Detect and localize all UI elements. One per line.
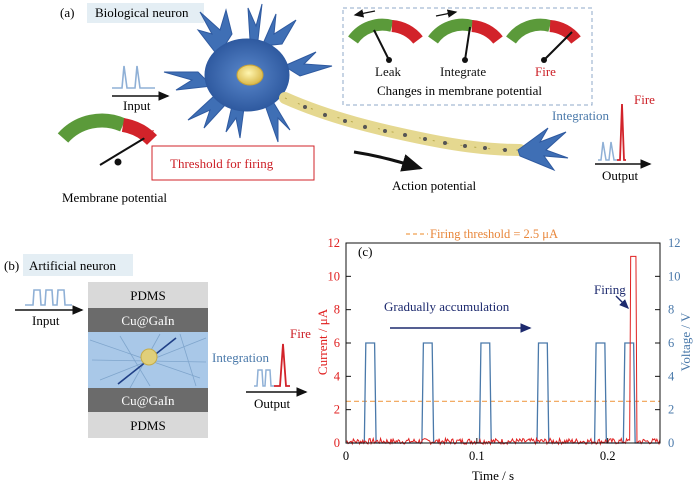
panel-a: (a) Biological neuron Input (57, 3, 655, 205)
chart-ytick-left-label: 2 (334, 403, 340, 417)
gauge-fire-label: Fire (535, 64, 556, 79)
layer-pdms-top: PDMS (130, 288, 165, 303)
chart-ytick-left-label: 12 (328, 236, 341, 250)
chart-ytick-right-label: 2 (668, 403, 674, 417)
chart-accumulation-label: Gradually accumulation (384, 299, 510, 314)
panel-b-title: Artificial neuron (29, 258, 116, 273)
chart-xtick-label: 0.1 (469, 449, 485, 463)
gauge-fire (506, 18, 581, 63)
chart-ytick-left-label: 6 (334, 336, 340, 350)
input-spikes-a (112, 65, 155, 89)
chart-threshold-legend: Firing threshold = 2.5 μA (430, 227, 558, 241)
integration-label-a: Integration (552, 108, 610, 123)
chart-ylabel-left: Current / μA (315, 308, 330, 375)
panel-b-letter: (b) (4, 258, 19, 273)
chart-firing-label: Firing (594, 282, 626, 297)
chart-series-voltage (346, 342, 660, 444)
threshold-box (151, 145, 315, 181)
chart-ytick-right-label: 8 (668, 303, 674, 317)
chart-xtick-label: 0.2 (600, 449, 616, 463)
chart-ytick-left-label: 4 (334, 369, 341, 383)
chart-ytick-right-label: 10 (668, 269, 681, 283)
integration-label-b: Integration (212, 350, 270, 365)
output-b (246, 343, 308, 397)
chart-ytick-left-label: 8 (334, 303, 340, 317)
action-potential-label: Action potential (392, 178, 477, 193)
gauge-integrate-label: Integrate (440, 64, 486, 79)
gauge-integrate (428, 9, 503, 63)
chart-ytick-left-label: 10 (328, 269, 341, 283)
neuron-cell (163, 3, 333, 143)
output-a (595, 103, 652, 169)
fire-label-a: Fire (634, 92, 655, 107)
chart-ytick-right-label: 4 (668, 369, 675, 383)
panel-a-letter: (a) (60, 5, 74, 20)
panel-a-title-box (87, 3, 204, 23)
changes-label: Changes in membrane potential (377, 83, 542, 98)
panel-b-title-box (23, 254, 133, 276)
input-label-b: Input (32, 313, 60, 328)
chart-ytick-right-label: 0 (668, 436, 674, 450)
input-label-a: Input (123, 98, 151, 113)
chart-panel-c: Firing threshold = 2.5 μA (c) Gradually … (315, 227, 693, 483)
membrane-label: Membrane potential (62, 190, 167, 205)
input-spikes-b (25, 289, 72, 306)
panel-b: (b) Artificial neuron Input PDMS Cu@GaIn… (4, 254, 311, 438)
chart-ytick-right-label: 12 (668, 236, 681, 250)
layer-pdms-bottom: PDMS (130, 418, 165, 433)
chart-ytick-right-label: 6 (668, 336, 674, 350)
layer-cugain-bottom: Cu@GaIn (121, 393, 175, 408)
chart-panel-letter: (c) (358, 244, 372, 259)
panel-a-title: Biological neuron (95, 5, 189, 20)
action-potential-arrow (353, 150, 423, 172)
layer-cugain-top: Cu@GaIn (121, 313, 175, 328)
membrane-gauge (57, 113, 158, 166)
chart-frame (345, 242, 661, 444)
gauge-leak (348, 9, 423, 63)
chart-ytick-left-label: 0 (334, 436, 340, 450)
device-stack (88, 282, 208, 438)
fire-label-b: Fire (290, 326, 311, 341)
chart-xtick-label: 0 (343, 449, 349, 463)
output-label-a: Output (602, 168, 639, 183)
axon (279, 92, 569, 172)
chart-xlabel: Time / s (472, 468, 514, 483)
chart-firing-arrow (615, 295, 629, 309)
output-label-b: Output (254, 396, 291, 411)
threshold-label: Threshold for firing (170, 156, 274, 171)
chart-ylabel-right: Voltage / V (678, 312, 693, 371)
changes-box (342, 7, 593, 106)
gauge-leak-label: Leak (375, 64, 401, 79)
